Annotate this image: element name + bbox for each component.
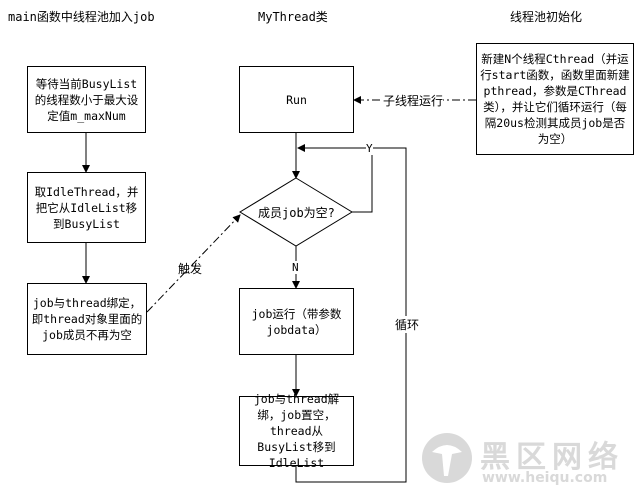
decision-diamond: [239, 177, 353, 247]
trigger-link: [146, 214, 241, 313]
take-idle-thread-text: 取IdleThread，并把它从IdleList移到BusyList: [34, 184, 139, 231]
job-run-box: job运行（带参数jobdata）: [239, 288, 354, 355]
decision-text: 成员job为空?: [258, 206, 335, 220]
no-label: N: [292, 261, 299, 274]
watermark-title: 黑区网络: [480, 440, 624, 475]
wait-busylist-box: 等待当前BusyList的线程数小于最大设定值m_maxNum: [27, 66, 146, 133]
arrow-main-loop: [295, 147, 407, 483]
bind-job-text: job与thread绑定，即thread对象里面的job成员不再为空: [31, 296, 143, 342]
trigger-label: 触发: [178, 262, 203, 276]
unbind-job-text: job与thread解绑，job置空，thread从BusyList移到Idle…: [253, 392, 340, 470]
child-run-label: 子线程运行: [383, 92, 444, 109]
watermark: 黑区网络 www.heiqu.com: [420, 430, 635, 490]
arrow-yes-loop: [297, 144, 373, 213]
mythread-column-title: MyThread类: [258, 10, 328, 24]
main-column-title: main函数中线程池加入job: [8, 10, 155, 24]
init-threads-box: 新建N个线程Cthread（并运行start函数，函数里面新建pthread，参…: [476, 43, 634, 155]
loop-label: 循环: [395, 316, 420, 333]
yes-label: Y: [366, 142, 373, 155]
run-text: Run: [286, 92, 307, 107]
bind-job-box: job与thread绑定，即thread对象里面的job成员不再为空: [27, 283, 147, 355]
init-threads-text: 新建N个线程Cthread（并运行start函数，函数里面新建pthread，参…: [480, 52, 630, 146]
run-box: Run: [239, 66, 354, 133]
init-column-title: 线程池初始化: [510, 10, 583, 24]
unbind-job-box: job与thread解绑，job置空，thread从BusyList移到Idle…: [239, 392, 354, 470]
wait-busylist-text: 等待当前BusyList的线程数小于最大设定值m_maxNum: [34, 76, 139, 123]
watermark-url: www.heiqu.com: [482, 470, 608, 486]
watermark-logo-icon: [422, 433, 472, 483]
job-run-text: job运行（带参数jobdata）: [251, 306, 342, 337]
take-idle-thread-box: 取IdleThread，并把它从IdleList移到BusyList: [27, 172, 146, 243]
